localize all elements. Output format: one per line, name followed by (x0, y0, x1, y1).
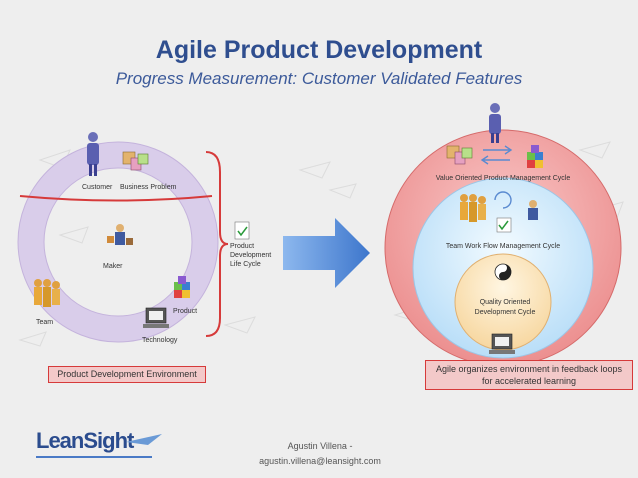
team-flow-icons (460, 191, 538, 233)
team-label: Team (36, 319, 53, 326)
logo-wordmark: LeanSight (36, 428, 134, 453)
business-problem-label: Business Problem (120, 184, 177, 191)
product-development-environment-box: Product Development Environment (48, 366, 206, 383)
lifecycle-label-line2: Development (230, 252, 271, 259)
leansight-logo: LeanSight (36, 428, 162, 464)
lifecycle-label-line1: Product (230, 243, 254, 250)
quality-cycle-label-line2: Development Cycle (475, 309, 536, 316)
footer-author: Agustin Villena - (287, 441, 353, 451)
page-title: Agile Product Development (155, 36, 483, 64)
product-label: Product (173, 308, 197, 315)
logo-underline (36, 456, 152, 458)
agile-feedback-line2: for accelerated learning (481, 376, 577, 386)
yin-yang-icon (494, 263, 512, 281)
computer-icon-right (489, 333, 515, 354)
agile-feedback-box: Agile organizes environment in feedback … (425, 360, 633, 390)
document-check-icon (234, 221, 250, 240)
customer-person-icon (87, 132, 99, 176)
transition-arrow (283, 218, 370, 288)
business-problem-icon (122, 151, 149, 171)
paper-plane-icon (126, 434, 162, 445)
team-cycle-label: Team Work Flow Management Cycle (446, 243, 560, 250)
agile-feedback-line1: Agile organizes environment in feedback … (435, 364, 623, 374)
team-people-icon (34, 279, 60, 307)
customer-label: Customer (82, 184, 113, 191)
quality-cycle-label-line1: Quality Oriented (480, 299, 531, 306)
maker-person-icon (107, 224, 133, 245)
development-environment-ring (17, 141, 219, 343)
page-subtitle: Progress Measurement: Customer Validated… (115, 69, 523, 88)
value-cycle-label: Value Oriented Product Management Cycle (436, 175, 571, 182)
technology-label: Technology (142, 337, 178, 344)
lifecycle-bracket (205, 151, 229, 337)
customer-person-icon-right (489, 103, 501, 143)
footer-email[interactable]: agustin.villena@leansight.com (259, 456, 381, 466)
lifecycle-label-line3: Life Cycle (230, 261, 261, 268)
maker-label: Maker (103, 263, 123, 270)
computer-icon (143, 307, 169, 328)
value-exchange-icons (446, 145, 543, 168)
product-boxes-icon (174, 276, 190, 298)
